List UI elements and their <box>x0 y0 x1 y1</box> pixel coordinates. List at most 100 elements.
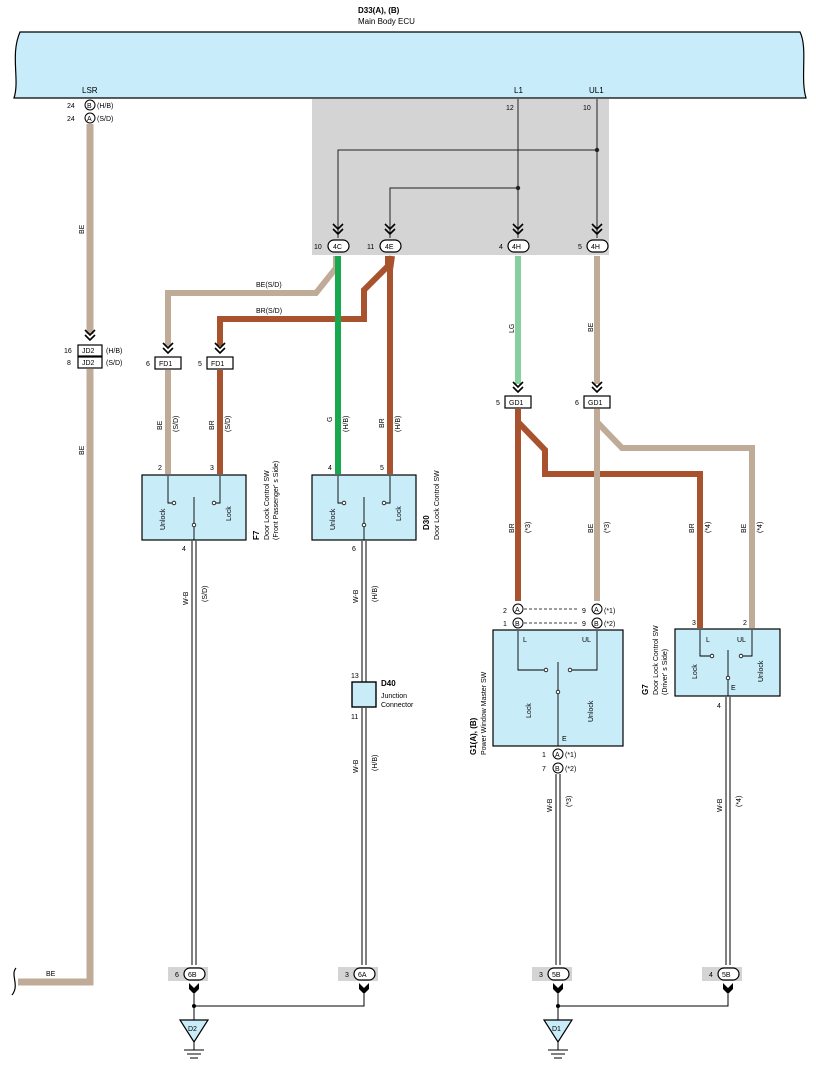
main-body-ecu-bar <box>13 31 807 99</box>
g1-top-conn-b-right <box>591 617 603 629</box>
wire-br-to-d30 <box>387 255 395 474</box>
wire-label-wb: W-B <box>353 589 360 603</box>
junction-dot <box>192 1004 196 1008</box>
wire-label-wb-spec: (H/B) <box>372 755 379 771</box>
jd2-chevrons <box>84 329 96 342</box>
wire-label-g-spec: (H/B) <box>343 416 350 432</box>
g7-l-label: L <box>706 637 710 644</box>
d30-lock-label: Lock <box>396 506 403 521</box>
f7-lock-label: Lock <box>226 506 233 521</box>
connector-jd2-upper <box>77 344 103 357</box>
connector-4h-right-label: 4H <box>591 244 600 251</box>
junction-dot <box>515 185 521 191</box>
jd2-pin-1: 16 <box>64 348 72 355</box>
wire-break-mark <box>11 967 17 996</box>
g7-internal <box>699 630 753 696</box>
g1-top-conn-b-left <box>512 617 524 629</box>
wire-label-br: BR <box>689 523 696 533</box>
f7-name: Door Lock Control SW <box>264 470 271 540</box>
connector-4h-left <box>507 239 530 253</box>
g1-top-conn-a-right-letter: A <box>594 607 599 614</box>
g7-contact <box>738 653 744 659</box>
fd1-right-pin: 5 <box>198 361 202 368</box>
ground-symbol-d2 <box>178 1019 210 1059</box>
ecu-title: D33(A), (B) <box>358 6 400 15</box>
g1-top-spec-2: (*2) <box>604 621 615 628</box>
fd1-left-pin: 6 <box>146 361 150 368</box>
g1-top-conn-a-right <box>591 603 603 615</box>
gnd-conn-6a-label: 6A <box>358 972 367 979</box>
gnd-conn-5b-right-pin: 4 <box>709 972 713 979</box>
junction-dot <box>556 1004 560 1008</box>
jd2-label-2: JD2 <box>82 360 95 367</box>
g1-e-label: E <box>562 736 567 743</box>
ground-d2-label: D2 <box>188 1026 197 1033</box>
wire-label-wb: W-B <box>547 798 554 812</box>
connector-6a <box>353 967 376 981</box>
connector-4h-right <box>586 239 609 253</box>
g1-bot-pin-a: 1 <box>542 752 546 759</box>
wire-label-wb-spec: (*4) <box>736 796 743 807</box>
g7-ul-label: UL <box>737 637 746 644</box>
wire-be-sd-to-fd1 <box>165 256 339 346</box>
wire-label-be: BE <box>79 224 86 234</box>
connector-fd1-right <box>206 356 234 370</box>
ecu-internal-box <box>312 99 609 255</box>
ecu-l1-pin: 12 <box>506 105 514 112</box>
wire-label-br-spec: (H/B) <box>395 416 402 432</box>
g7-e-label: E <box>731 685 736 692</box>
wire-label-br: BR <box>379 418 386 428</box>
f7-unlock-label: Unlock <box>160 508 167 530</box>
d30-unlock-label: Unlock <box>330 508 337 530</box>
g1-bot-pin-b: 7 <box>542 766 546 773</box>
f7-pin-2: 2 <box>158 465 162 472</box>
wire-wb-g1 <box>555 774 561 965</box>
wire-label-wb-spec: (H/B) <box>372 586 379 602</box>
d30-pin-5: 5 <box>380 465 384 472</box>
ground-symbol-d1 <box>542 1019 574 1059</box>
connector-4h-left-pin: 4 <box>499 244 503 251</box>
g1-top-conn-a-left-letter: A <box>515 607 520 614</box>
lsr-spec-b: (H/B) <box>97 103 113 110</box>
jd2-spec-2: (S/D) <box>106 360 122 367</box>
wire-label-wb-spec: (*3) <box>566 796 573 807</box>
connector-gd1-left <box>504 395 532 409</box>
gd1-left-label: GD1 <box>509 400 524 407</box>
d30-contact <box>341 500 347 506</box>
g7-pin-3: 3 <box>692 620 696 627</box>
junction-connector-d40 <box>351 681 377 708</box>
wire-label-g: G <box>327 417 334 422</box>
d40-pin-bottom: 11 <box>351 714 358 721</box>
lsr-conn-a <box>84 112 96 124</box>
g1-lock-label: Lock <box>526 703 533 718</box>
ecu-ul1-label: UL1 <box>589 86 604 95</box>
junction-dot <box>594 147 600 153</box>
gnd-conn-5b-left-label: 5B <box>552 972 561 979</box>
g1-ul-label: UL <box>582 637 591 644</box>
g1-code: G1(A), (B) <box>469 717 478 755</box>
wire-be-gd1-to-g7 <box>594 419 755 628</box>
g1-pivot <box>555 689 561 695</box>
connector-4e-label: 4E <box>385 244 394 251</box>
g1-contact <box>543 667 549 673</box>
g1-top-pin-a-left: 2 <box>503 608 507 615</box>
wire-br-sd-to-fd1 <box>217 256 391 346</box>
wire-label-wb: W-B <box>717 798 724 812</box>
f7-pivot <box>191 522 197 528</box>
g7-name-side: (Driver' s Side) <box>662 649 669 695</box>
ecu-lsr-label: LSR <box>82 86 98 95</box>
wire-label-br-spec: (*3) <box>525 522 532 533</box>
g1-bot-conn-a <box>552 748 564 760</box>
wire-label-be: BE <box>588 322 595 332</box>
g7-name: Door Lock Control SW <box>653 625 660 695</box>
g1-top-conn-b-right-letter: B <box>594 621 599 628</box>
wire-label-be-spec: (*4) <box>757 522 764 533</box>
g7-pivot <box>725 675 731 681</box>
g1-top-pin-a-right: 9 <box>582 608 586 615</box>
g1-bot-conn-a-letter: A <box>555 752 560 759</box>
g1-unlock-label: Unlock <box>588 700 595 722</box>
wire-label-wb-spec: (S/D) <box>202 586 209 602</box>
wire-be-lsr-lower <box>18 369 94 986</box>
connector-jd2-lower <box>77 356 103 369</box>
